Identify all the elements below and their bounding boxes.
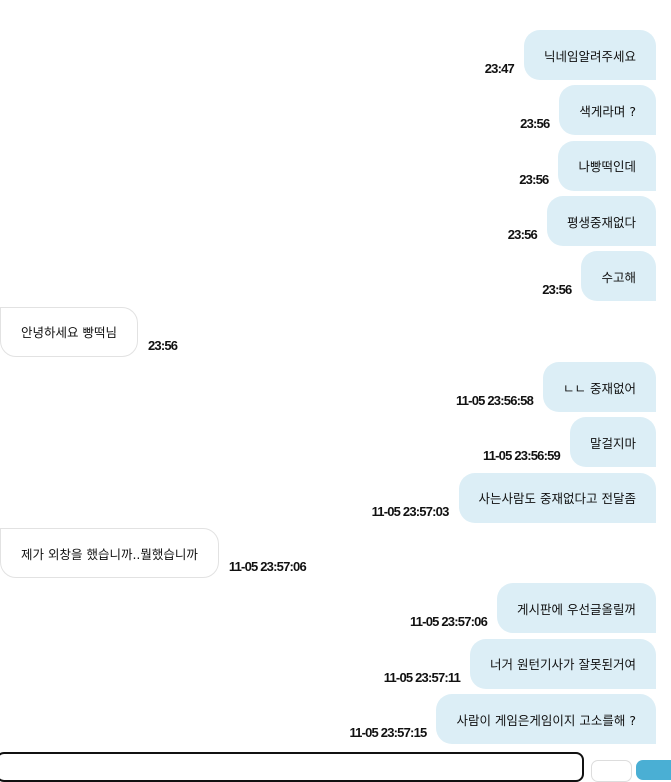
message-timestamp: 11-05 23:57:11 — [383, 669, 461, 685]
sent-message: 너거 원턴기사가 잘못된거여 11-05 23:57:11 — [0, 638, 671, 689]
sent-message: 평생중재없다 23:56 — [0, 196, 671, 247]
message-bubble: 닉네임알려주세요 — [523, 30, 656, 80]
sent-message: 사람이 게임은게임이지 고소를해 ? 11-05 23:57:15 — [0, 694, 671, 745]
sent-message: ㄴㄴ 중재없어 11-05 23:56:58 — [0, 362, 671, 413]
message-timestamp: 23:56 — [147, 337, 178, 353]
message-bubble: 사람이 게임은게임이지 고소를해 ? — [436, 694, 656, 745]
message-bubble: 나빵떡인데 — [558, 140, 656, 191]
message-timestamp: 11-05 23:56:58 — [456, 393, 534, 409]
message-bubble: 너거 원턴기사가 잘못된거여 — [470, 638, 656, 689]
sent-message: 나빵떡인데 23:56 — [0, 140, 671, 191]
sent-message: 말걸지마 11-05 23:56:59 — [0, 417, 671, 468]
received-message: 제가 외창을 했습니까..뭘했습니까 11-05 23:57:06 — [0, 528, 671, 579]
message-timestamp: 11-05 23:57:06 — [228, 559, 307, 575]
message-timestamp: 11-05 23:57:06 — [410, 614, 488, 630]
sent-message: 색게라며 ? 23:56 — [0, 85, 671, 136]
message-bubble: 수고해 — [581, 251, 656, 302]
message-bubble: ㄴㄴ 중재없어 — [543, 362, 656, 413]
message-input[interactable] — [0, 752, 584, 782]
message-timestamp: 23:56 — [519, 171, 549, 187]
received-message: 안녕하세요 빵떡님 23:56 — [0, 306, 671, 357]
message-timestamp: 23:56 — [520, 116, 550, 132]
send-button[interactable] — [636, 760, 671, 780]
message-timestamp: 23:47 — [484, 61, 515, 76]
sent-message: 게시판에 우선글올릴꺼 11-05 23:57:06 — [0, 583, 671, 634]
message-timestamp: 11-05 23:57:03 — [371, 503, 450, 519]
message-bubble: 안녕하세요 빵떡님 — [0, 306, 138, 357]
message-timestamp: 23:56 — [542, 282, 572, 298]
message-timestamp: 11-05 23:56:59 — [483, 448, 561, 464]
message-bubble: 평생중재없다 — [546, 196, 656, 247]
message-timestamp: 23:56 — [507, 227, 538, 243]
sent-message: 닉네임알려주세요 23:47 — [0, 30, 671, 80]
message-bubble: 사는사람도 중재없다고 전달좀 — [458, 472, 656, 523]
attach-button[interactable] — [591, 760, 632, 782]
sent-message: 사는사람도 중재없다고 전달좀 11-05 23:57:03 — [0, 472, 671, 523]
sent-message: 수고해 23:56 — [0, 251, 671, 302]
message-timestamp: 11-05 23:57:15 — [349, 725, 427, 741]
message-bubble: 말걸지마 — [569, 417, 656, 468]
message-bubble: 제가 외창을 했습니까..뭘했습니까 — [0, 528, 219, 579]
message-bubble: 색게라며 ? — [559, 85, 656, 136]
message-bubble: 게시판에 우선글올릴꺼 — [497, 583, 656, 634]
